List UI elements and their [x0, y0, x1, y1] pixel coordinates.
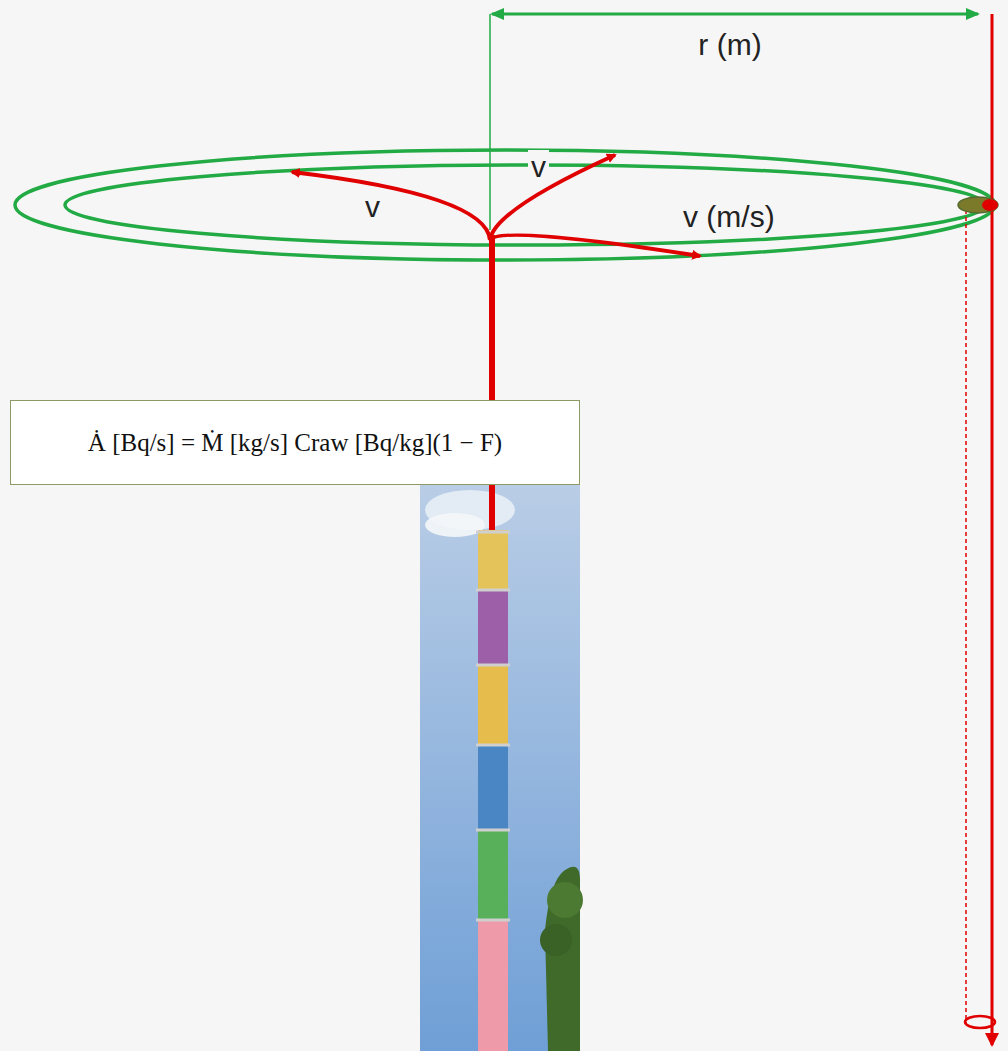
dashed-line — [965, 210, 967, 1025]
receptor-line — [991, 14, 994, 1045]
velocity-arrows — [292, 155, 700, 256]
outer-ring — [15, 150, 995, 260]
ground-ring — [965, 1016, 995, 1028]
dimension-label: r (m) — [695, 28, 764, 61]
receptor-patch — [958, 197, 998, 213]
receptor-dot — [982, 199, 998, 211]
velocity-label: v — [528, 150, 549, 183]
velocity-label: v — [362, 190, 383, 223]
radius-arrow — [492, 13, 978, 16]
chimney-photo — [420, 485, 583, 1051]
axis-line — [489, 14, 491, 230]
formula-text: Ȧ [Bq/s] = Ṁ [kg/s] Craw [Bq/kg](1 − F) — [88, 429, 502, 457]
velocity-label: v (m/s) — [680, 200, 778, 233]
plume-line — [489, 235, 495, 530]
formula-box: Ȧ [Bq/s] = Ṁ [kg/s] Craw [Bq/kg](1 − F) — [10, 400, 580, 485]
inner-ring — [65, 165, 985, 245]
